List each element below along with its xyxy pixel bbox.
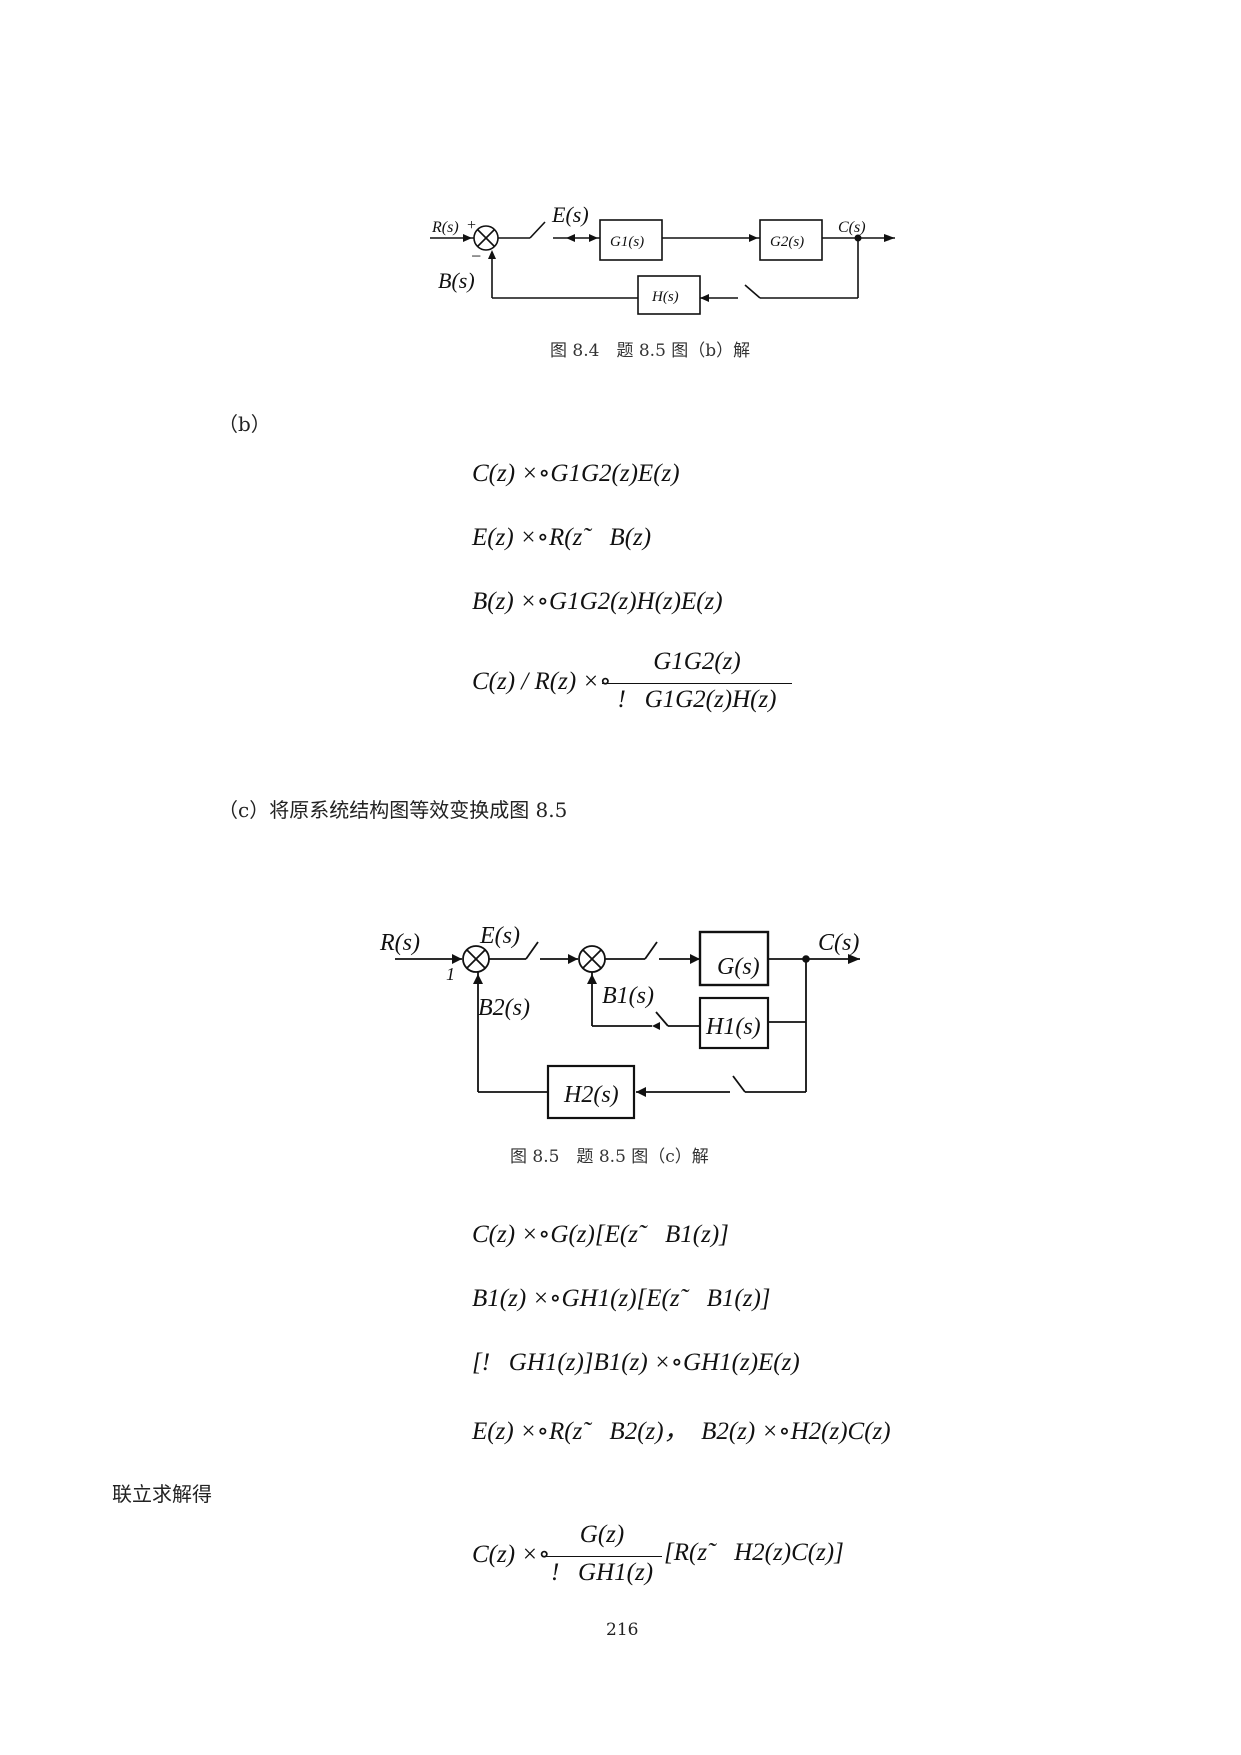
sampler-switch-1	[529, 221, 546, 239]
fig2-r-label: R(s)	[379, 930, 420, 956]
figure-8-5-diagram: R(s) 1 E(s) B2(s) B1(s) G(s) H1(s) H2(s)…	[379, 923, 860, 1120]
fig2-b1-label: B1(s)	[602, 983, 654, 1009]
equation-c3: [! GH1(z)]B1(z) ×∘GH1(z)E(z)	[472, 1349, 800, 1376]
h-block	[637, 275, 701, 315]
equation-b4: C(z) / R(z) ×∘ G1G2(z) ! G1G2(z)H(z)	[472, 648, 802, 732]
joint-solve-text: 联立求解得	[112, 1482, 212, 1506]
equation-b1: C(z) ×∘G1G2(z)E(z)	[472, 460, 680, 487]
output-node-2	[802, 955, 810, 963]
fig1-g1-label: G1(s)	[610, 234, 644, 250]
equation-c2: B1(z) ×∘GH1(z)[E(z˜ B1(z)]	[472, 1285, 771, 1312]
fig2-h2-label: H2(s)	[563, 1082, 619, 1108]
equation-b4-denominator: ! G1G2(z)H(z)	[617, 686, 777, 713]
fig1-h-label: H(s)	[651, 289, 679, 305]
page-number: 216	[606, 1620, 639, 1640]
equation-b4-numerator: G1G2(z)	[653, 648, 741, 675]
sampler-switch-2	[744, 284, 761, 299]
equation-c4: E(z) ×∘R(z˜ B2(z)， B2(z) ×∘H2(z)C(z)	[472, 1418, 891, 1445]
equation-final-numerator: G(z)	[579, 1521, 625, 1548]
figure-8-5-caption: 图 8.5 题 8.5 图（c）解	[510, 1147, 709, 1167]
equation-final-fraction-bar	[542, 1556, 662, 1558]
equation-final-denominator: ! GH1(z)	[550, 1559, 654, 1586]
sampler-switch-h1	[655, 1011, 669, 1027]
figure-8-4-diagram: R(s) + − E(s) B(s) G1(s) G2(s) C(s) H(s)	[430, 202, 895, 315]
output-node	[854, 234, 862, 242]
equation-final-rhs: [R(z˜ H2(z)C(z)]	[664, 1539, 844, 1566]
section-b-label: （b）	[218, 412, 271, 436]
g2-block	[759, 219, 823, 261]
equation-b3: B(z) ×∘G1G2(z)H(z)E(z)	[472, 588, 723, 615]
g1-block	[599, 219, 663, 261]
fig2-one-label: 1	[446, 964, 455, 984]
fig2-b2-label: B2(s)	[478, 995, 530, 1021]
equation-b2: E(z) ×∘R(z˜ B(z)	[472, 524, 652, 551]
fig1-b-label: B(s)	[438, 268, 475, 293]
figure-8-4-caption: 图 8.4 题 8.5 图（b）解	[550, 341, 751, 361]
fig2-c-label: C(s)	[818, 930, 859, 956]
equation-c1: C(z) ×∘G(z)[E(z˜ B1(z)]	[472, 1221, 729, 1248]
fig2-g-label: G(s)	[717, 954, 760, 980]
equation-final-lhs: C(z) ×∘	[472, 1541, 551, 1568]
equation-b4-fraction-bar	[602, 683, 792, 685]
fig2-e-label: E(s)	[479, 923, 520, 949]
equation-b4-lhs: C(z) / R(z) ×∘	[472, 668, 612, 695]
sampler-switch-e	[525, 941, 539, 960]
section-c-text: （c）将原系统结构图等效变换成图 8.5	[218, 798, 568, 822]
fig1-plus-label: +	[466, 217, 477, 234]
fig1-r-label: R(s)	[431, 219, 459, 236]
h1-block	[698, 996, 770, 1050]
fig1-c-label: C(s)	[838, 219, 866, 236]
sampler-switch-h2	[732, 1075, 746, 1093]
fig1-e-label: E(s)	[551, 202, 589, 227]
sampler-switch-g	[644, 941, 658, 960]
fig1-minus-label: −	[470, 246, 482, 266]
fig1-g2-label: G2(s)	[770, 234, 804, 250]
equation-final: C(z) ×∘ G(z) ! GH1(z) [R(z˜ H2(z)C(z)]	[472, 1521, 892, 1605]
fig2-h1-label: H1(s)	[705, 1014, 761, 1040]
